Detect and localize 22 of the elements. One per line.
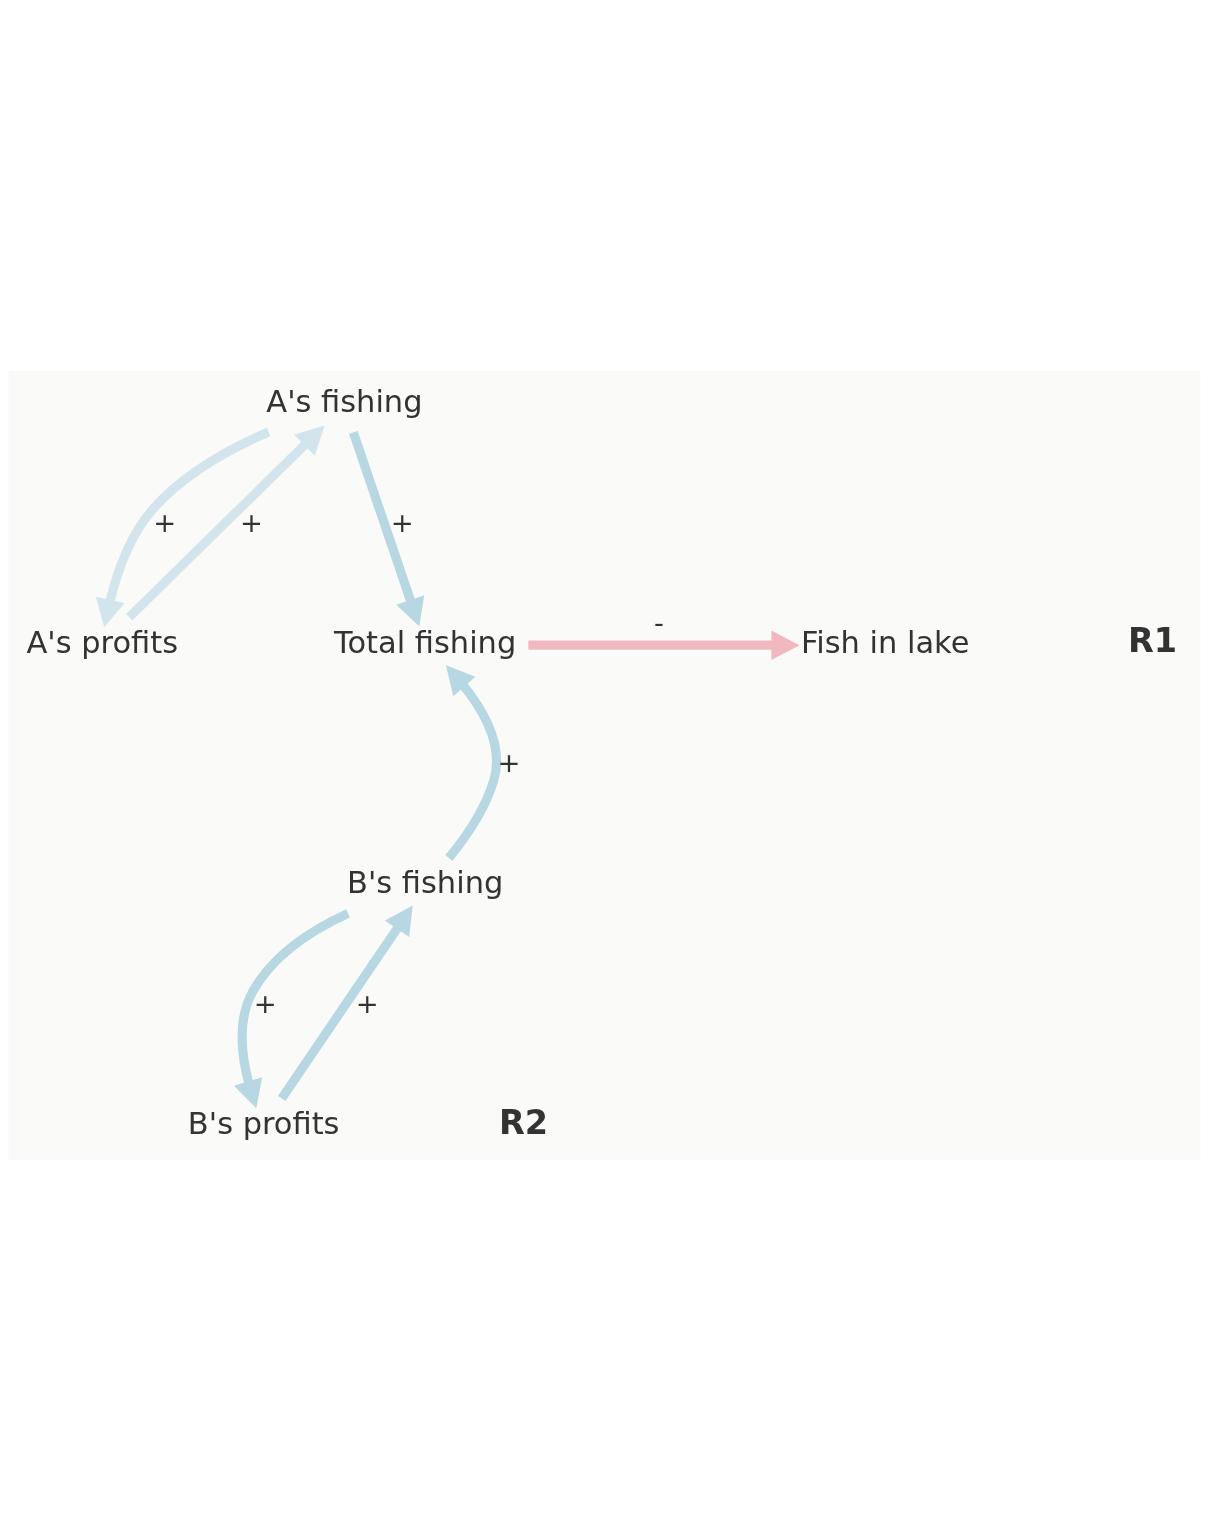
edge-label: + — [355, 987, 379, 1019]
node-text: A's profits — [26, 624, 179, 660]
arrow — [349, 430, 425, 626]
edge-label: + — [253, 987, 277, 1019]
arrow — [234, 908, 350, 1108]
arrow — [95, 427, 271, 627]
node-text: A's fishing — [266, 383, 423, 419]
arrow — [126, 425, 325, 620]
edge-label: + — [497, 746, 521, 778]
edge-label: + — [240, 506, 263, 538]
label: R2 — [499, 1102, 549, 1141]
arrow — [277, 905, 413, 1101]
node-text: B's profits — [187, 1105, 340, 1141]
edge-label: + — [153, 506, 177, 538]
arrow — [445, 664, 501, 861]
label: R1 — [1128, 620, 1178, 660]
node-text: Fish in lake — [800, 624, 970, 660]
edge-label: + — [390, 506, 414, 538]
arrow — [528, 629, 800, 660]
node-text: Total fishing — [334, 624, 517, 660]
edge-label: - — [654, 606, 664, 638]
node-text: B's fishing — [347, 864, 504, 900]
